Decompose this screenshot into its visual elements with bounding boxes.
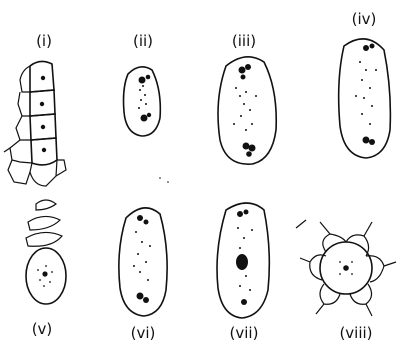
panel-4-cell [339, 39, 391, 158]
panel-3-cell [218, 57, 276, 164]
label-panel-8: (viii) [339, 324, 372, 342]
label-panel-2: (ii) [133, 32, 153, 50]
label-panel-5: (v) [32, 320, 53, 338]
panel-7-cell [217, 203, 269, 318]
panel-8-cell-cluster [300, 222, 396, 316]
label-panel-7: (vii) [230, 324, 259, 342]
label-panel-6: (vi) [131, 324, 156, 342]
label-panel-4: (iv) [352, 10, 377, 28]
panel-6-cell [119, 208, 167, 316]
panel-2-cell [124, 67, 161, 136]
panel-5-cells [26, 200, 66, 304]
label-panel-3: (iii) [232, 32, 256, 50]
stray-marks [159, 177, 306, 228]
label-panel-1: (i) [36, 32, 52, 50]
panel-1-cell-column [4, 61, 66, 186]
